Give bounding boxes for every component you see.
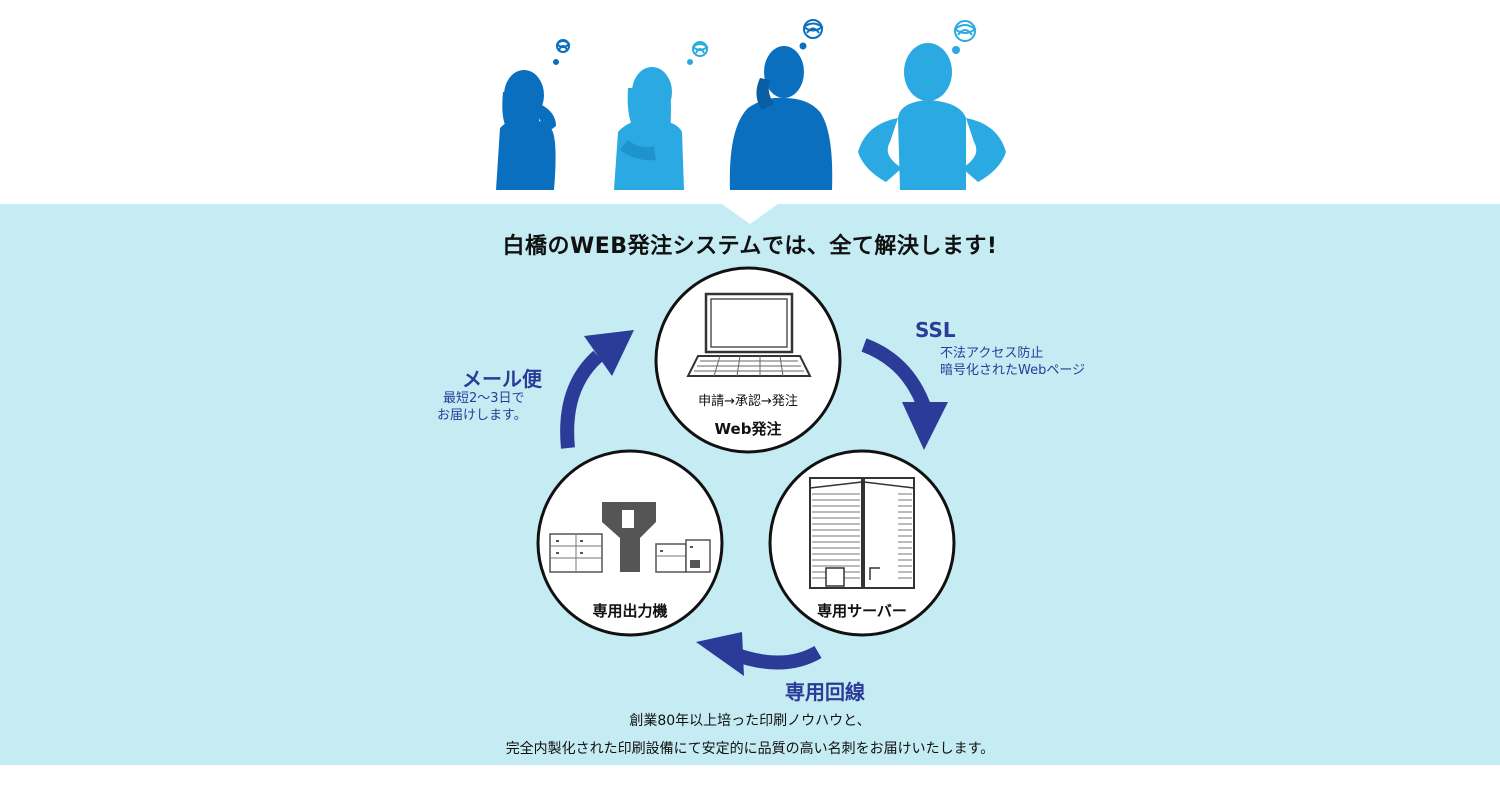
mail-title: メール便 [462,367,542,391]
worry-scribble-icon [553,19,977,65]
footer-line-1: 創業80年以上培った印刷ノウハウと、 [629,713,871,729]
printer-node [536,449,724,637]
person-4-icon [858,43,1006,190]
mail-note-line1: 最短2〜3日で [443,391,525,406]
person-3-icon [729,46,833,190]
ssl-note-line1: 不法アクセス防止 [940,346,1044,361]
web-order-node [654,266,842,454]
server-node [768,449,956,637]
printing-machine-icon [549,502,711,573]
mail-note-line2: お届けします。 [437,408,527,423]
mail-arrow [560,330,634,449]
ssl-arrow [861,338,948,450]
printer-label: 専用出力機 [592,602,668,620]
person-2-icon [614,67,684,190]
worried-people-illustration [496,19,1006,190]
server-icon [809,477,915,589]
web-order-label: Web発注 [714,420,782,438]
dedicated-line-title: 専用回線 [785,680,865,704]
footer-line-2: 完全内製化された印刷設備にて安定的に品質の高い名刺をお届けいたします。 [505,741,995,757]
person-1-icon [496,70,556,190]
ssl-title: SSL [915,318,956,342]
speech-notch [722,204,778,224]
laptop-icon [686,292,812,377]
web-order-flow-text: 申請→承認→発注 [698,394,798,409]
server-label: 専用サーバー [817,602,907,620]
headline: 白橋のWEB発注システムでは、全て解決します! [502,234,998,259]
line-arrow [696,632,822,676]
ssl-note-line2: 暗号化されたWebページ [940,363,1086,378]
